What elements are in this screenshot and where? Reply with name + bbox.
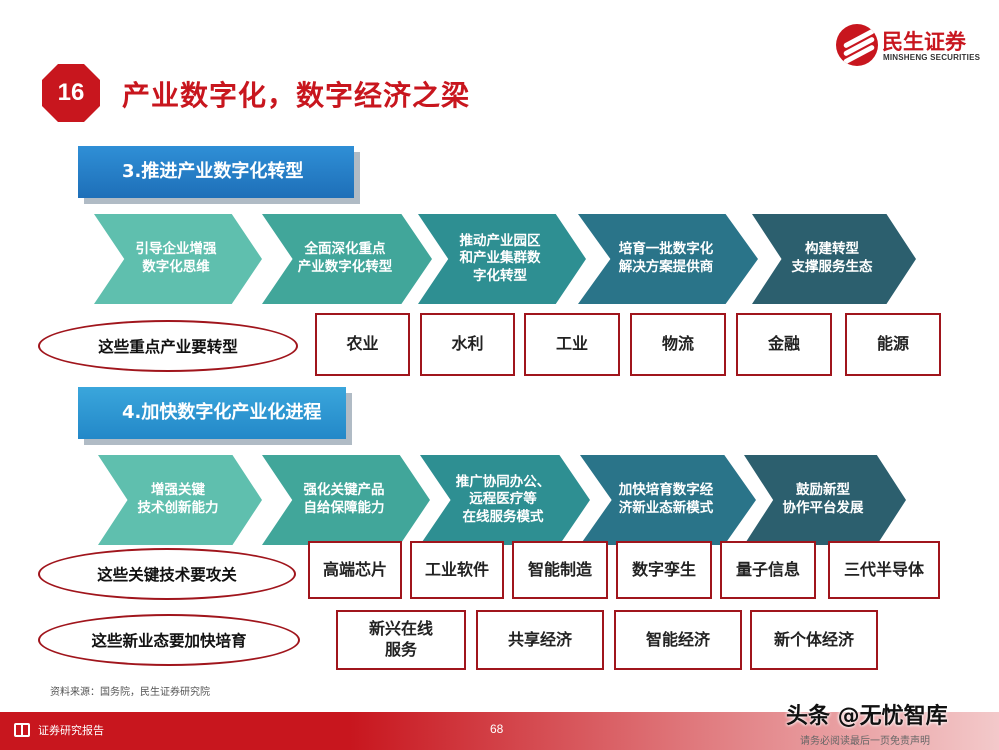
- octagon-badge-icon: [42, 64, 100, 122]
- chevron-step-3-label: 推动产业园区 和产业集群数 字化转型: [459, 232, 541, 284]
- page-number: 68: [490, 722, 504, 736]
- tag-sharing-economy: 共享经济: [476, 610, 604, 670]
- chevron-step-3: 推动产业园区 和产业集群数 字化转型: [418, 214, 586, 304]
- tag-industrial-software: 工业软件: [410, 541, 504, 599]
- tag-digital-twin: 数字孪生: [616, 541, 712, 599]
- key-tech-oval: 这些关键技术要攻关: [38, 548, 296, 600]
- footer-disclaimer: 请务必阅读最后一页免责声明: [800, 736, 930, 747]
- section-banner-4-label: 4.加快数字化产业化进程: [122, 402, 322, 423]
- chevron-step-2: 全面深化重点 产业数字化转型: [262, 214, 432, 304]
- chevron-step-8-label: 推广协同办公、 远程医疗等 在线服务模式: [455, 473, 551, 525]
- section-banner-4: 4.加快数字化产业化进程: [78, 387, 352, 445]
- tag-smart-economy: 智能经济: [614, 610, 742, 670]
- tag-high-end-chips: 高端芯片: [308, 541, 402, 599]
- chevron-step-8: 推广协同办公、 远程医疗等 在线服务模式: [420, 455, 590, 545]
- brand-mark-icon: [836, 24, 878, 66]
- section-number-badge: 16: [40, 62, 102, 124]
- chevron-step-1: 引导企业增强 数字化思维: [94, 214, 262, 304]
- brand-logo: 民生证券 MINSHENG SECURITIES: [836, 24, 986, 68]
- chevron-step-1-label: 引导企业增强 数字化思维: [135, 241, 217, 275]
- section-banner-3: 3.推进产业数字化转型: [78, 146, 360, 204]
- tag-quantum-info: 量子信息: [720, 541, 816, 599]
- book-icon: [14, 723, 30, 737]
- footer-bar: 证券研究报告 68 请务必阅读最后一页免责声明: [0, 712, 999, 750]
- tag-water: 水利: [420, 313, 515, 376]
- tag-agriculture: 农业: [315, 313, 410, 376]
- chevron-step-6-label: 增强关键 技术创新能力: [137, 482, 219, 516]
- page-title: 产业数字化，数字经济之梁: [122, 79, 471, 112]
- chevron-step-9-label: 加快培育数字经 济新业态新模式: [618, 482, 714, 516]
- chevron-step-4-label: 培育一批数字化 解决方案提供商: [618, 241, 714, 275]
- chevron-step-9: 加快培育数字经 济新业态新模式: [580, 455, 756, 545]
- watermark: 头条 @无忧智库: [786, 704, 948, 729]
- tag-logistics: 物流: [630, 313, 726, 376]
- chevron-step-5: 构建转型 支撑服务生态: [752, 214, 916, 304]
- chevron-step-7: 强化关键产品 自给保障能力: [262, 455, 430, 545]
- tag-smart-manufacturing: 智能制造: [512, 541, 608, 599]
- tag-online-services: 新兴在线 服务: [336, 610, 466, 670]
- tag-finance: 金融: [736, 313, 832, 376]
- chevron-step-6: 增强关键 技术创新能力: [98, 455, 262, 545]
- source-note: 资料来源：国务院，民生证券研究院: [50, 687, 210, 698]
- footer-label: 证券研究报告: [38, 725, 104, 737]
- brand-name-cn: 民生证券: [882, 30, 966, 54]
- chevron-step-4: 培育一批数字化 解决方案提供商: [578, 214, 758, 304]
- tag-energy: 能源: [845, 313, 941, 376]
- new-business-oval: 这些新业态要加快培育: [38, 614, 300, 666]
- section-number: 16: [57, 79, 85, 106]
- chevron-step-10-label: 鼓励新型 协作平台发展: [782, 482, 864, 516]
- tag-individual-economy: 新个体经济: [750, 610, 878, 670]
- chevron-step-5-label: 构建转型 支撑服务生态: [791, 241, 873, 275]
- brand-name-en: MINSHENG SECURITIES: [883, 53, 981, 62]
- tag-third-gen-semiconductor: 三代半导体: [828, 541, 940, 599]
- chevron-step-2-label: 全面深化重点 产业数字化转型: [297, 241, 393, 275]
- chevron-step-7-label: 强化关键产品 自给保障能力: [303, 482, 385, 516]
- chevron-step-10: 鼓励新型 协作平台发展: [744, 455, 906, 545]
- key-industries-oval: 这些重点产业要转型: [38, 320, 298, 372]
- section-banner-3-label: 3.推进产业数字化转型: [122, 161, 304, 182]
- tag-industry: 工业: [524, 313, 620, 376]
